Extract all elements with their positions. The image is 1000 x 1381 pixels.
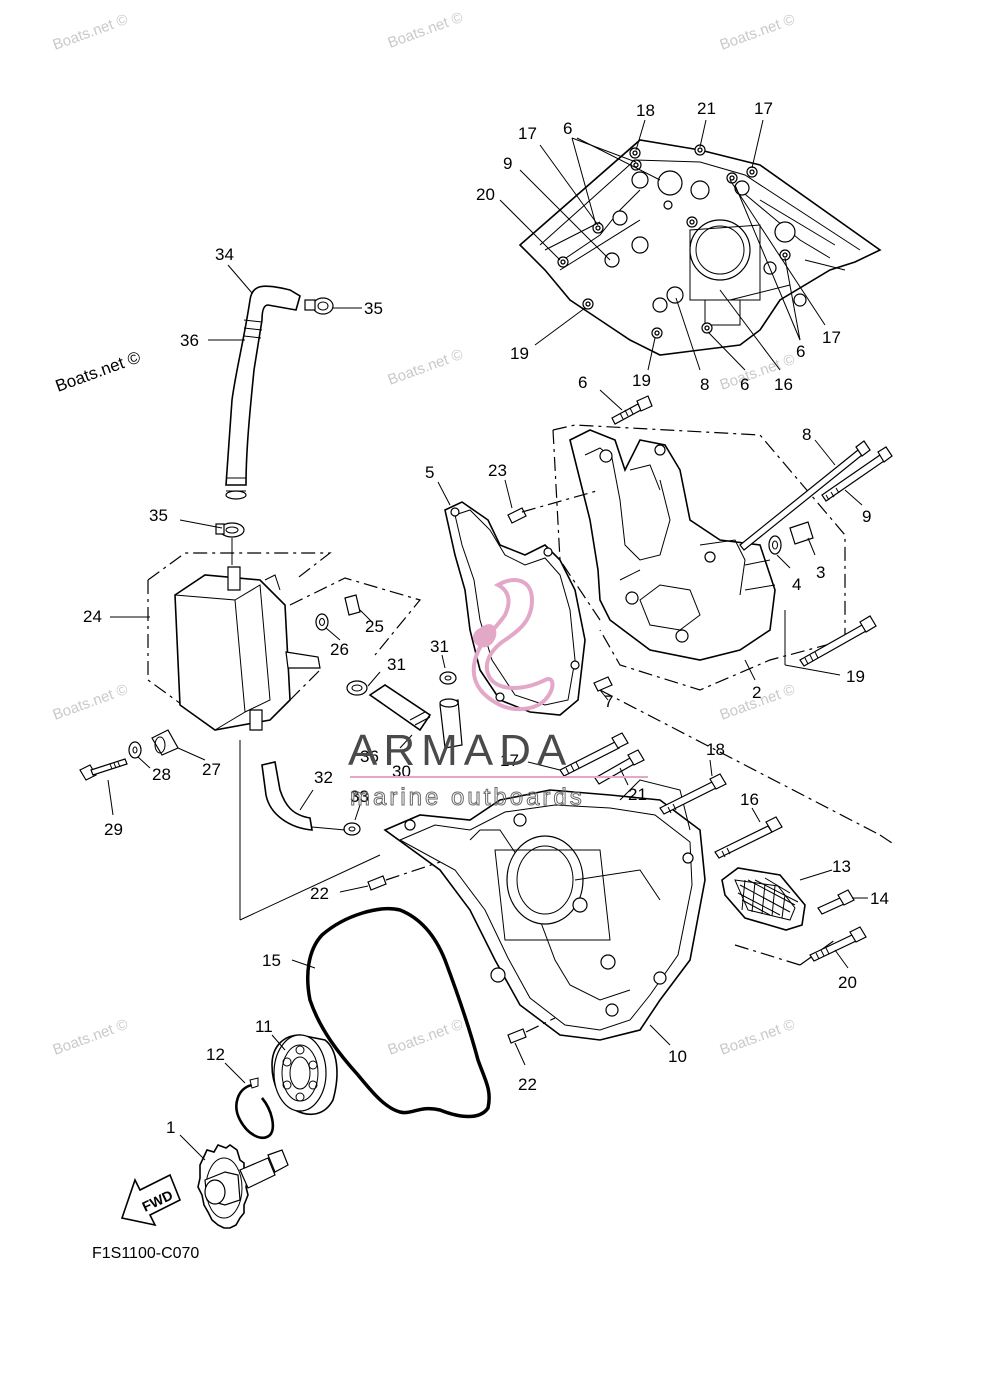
callout-label: 35: [149, 506, 168, 525]
callout-label: 4: [792, 575, 801, 594]
oil-separator-tank: 24 25 26: [83, 552, 422, 731]
diagram-code: F1S1100-C070: [92, 1245, 199, 1262]
callout-label: 22: [518, 1075, 537, 1094]
callout-label: 17: [822, 328, 841, 347]
callout-label: 17: [518, 124, 537, 143]
callout-label: 22: [310, 884, 329, 903]
callout-label: 2: [752, 683, 761, 702]
callout-label: 9: [503, 154, 512, 173]
drive-gear: 1: [166, 1118, 289, 1229]
brand-logo: ARMADA marine outboards: [348, 578, 648, 812]
callout-label: 35: [364, 299, 383, 318]
callout-label: 3: [816, 563, 825, 582]
callout-label: 12: [206, 1045, 225, 1064]
bearing-and-gear: 11 12 1: [166, 1017, 338, 1229]
callout-label: 6: [578, 373, 587, 392]
fwd-arrow-icon: FWD: [120, 1173, 182, 1227]
brand-tagline: marine outboards: [350, 784, 585, 811]
callout-label: 19: [510, 344, 529, 363]
watermark: Boats.net ©: [718, 1016, 798, 1059]
crankcase-cover: 10 17 21 18 16 13: [239, 689, 896, 1094]
callout-label: 19: [846, 667, 865, 686]
callout-label: 20: [838, 973, 857, 992]
callout-label: 28: [152, 765, 171, 784]
oil-pump-assembly: 6 2 8 9 3 4 19 7: [425, 373, 893, 716]
callout-label: 17: [754, 99, 773, 118]
callout-label: 34: [215, 245, 234, 264]
watermark: Boats.net ©: [386, 1016, 466, 1059]
callout-label: 18: [706, 740, 725, 759]
callout-label: 6: [563, 119, 572, 138]
bolt-bosses: [557, 144, 791, 339]
callout-label: 9: [862, 507, 871, 526]
watermark: Boats.net ©: [51, 681, 131, 724]
crankcase-top-view: 18 21 17 17 6 9 20 19 19 8 6 16 6 17: [476, 99, 882, 394]
callout-label: 17: [500, 751, 519, 770]
breather-hose-assembly: 34 36 35 35: [149, 245, 383, 565]
callout-label: 11: [255, 1017, 273, 1036]
callout-label: 16: [740, 790, 759, 809]
callout-label: 24: [83, 607, 102, 626]
callout-label: 36: [180, 331, 199, 350]
callout-label: 5: [425, 463, 434, 482]
watermark: Boats.net ©: [718, 11, 798, 54]
callout-label: 13: [832, 857, 851, 876]
watermark: Boats.net ©: [51, 1016, 131, 1059]
callout-label: 6: [740, 375, 749, 394]
callout-label: 36: [360, 747, 379, 766]
callout-label: 6: [796, 342, 805, 361]
callout-label: 18: [636, 101, 655, 120]
callout-label: 15: [262, 951, 281, 970]
callout-label: 1: [166, 1118, 175, 1137]
callout-label: 19: [632, 371, 651, 390]
callout-label: 26: [330, 640, 349, 659]
watermark: Boats.net ©: [386, 346, 466, 389]
callout-label: 25: [365, 617, 384, 636]
callout-label: 32: [314, 768, 333, 787]
watermark: Boats.net ©: [51, 11, 131, 54]
callout-label: 7: [604, 692, 613, 711]
callout-label: 8: [700, 375, 709, 394]
callout-label: 10: [668, 1047, 687, 1066]
callout-label: 23: [488, 461, 507, 480]
callout-label: 21: [697, 99, 716, 118]
callout-label: 31: [430, 637, 449, 656]
callout-label: 33: [350, 787, 369, 806]
callout-label: 8: [802, 425, 811, 444]
callout-label: 31: [387, 655, 406, 674]
callout-label: 21: [628, 785, 647, 804]
callout-label: 14: [870, 889, 889, 908]
watermark: Boats.net ©: [386, 9, 466, 52]
brand-name: ARMADA: [348, 726, 572, 775]
tank-mount-hardware: 27 28 29: [79, 729, 221, 839]
callout-label: 27: [202, 760, 221, 779]
o-ring-seal: 15: [262, 907, 491, 1119]
callout-label: 20: [476, 185, 495, 204]
watermark-dark: Boats.net ©: [53, 347, 144, 395]
callout-label: 29: [104, 820, 123, 839]
callout-label: 16: [774, 375, 793, 394]
hose-and-clamps: 31 30 36 31 32 33: [261, 637, 463, 836]
